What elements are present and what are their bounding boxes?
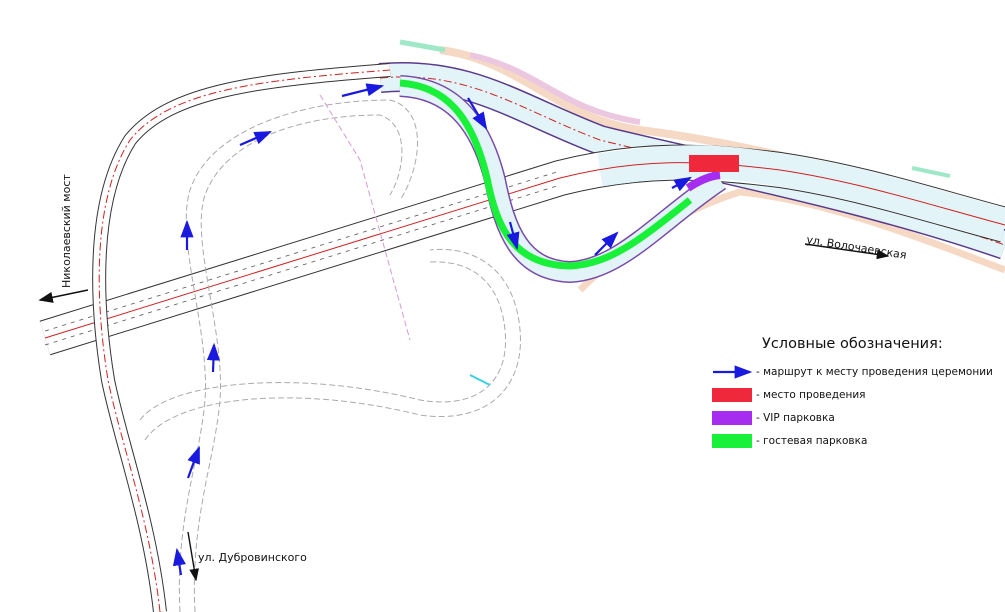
route-arrows bbox=[172, 83, 692, 576]
legend-label: - гостевая парковка bbox=[756, 434, 868, 447]
legend-item-vip: - VIP парковка bbox=[712, 406, 993, 429]
legend-label: - маршрут к месту проведения церемонии bbox=[756, 365, 993, 378]
street-east-label: ул. Волочаевская bbox=[806, 233, 908, 262]
left-loop-road bbox=[92, 63, 391, 612]
direction-arrow-south-icon bbox=[187, 531, 199, 582]
route-arrow-icon bbox=[186, 445, 201, 479]
ramps bbox=[139, 94, 521, 612]
legend-label: - место проведения bbox=[756, 388, 866, 401]
route-arrow-icon bbox=[341, 83, 385, 98]
direction-arrow-west-icon bbox=[38, 289, 89, 303]
route-arrow-icon bbox=[712, 364, 752, 379]
route-arrow-icon bbox=[172, 547, 186, 576]
legend-item-venue: - место проведения bbox=[712, 383, 993, 406]
guest-swatch bbox=[712, 433, 752, 448]
direction-arrow-east-icon bbox=[804, 243, 890, 260]
legend-item-guest: - гостевая парковка bbox=[712, 429, 993, 452]
route-arrow-icon bbox=[467, 97, 488, 130]
route-arrow-icon bbox=[206, 342, 221, 373]
route-arrow-icon bbox=[239, 130, 273, 147]
legend-item-route: - маршрут к месту проведения церемонии bbox=[712, 360, 993, 383]
route-arrow-icon bbox=[594, 231, 619, 256]
legend-title: Условные обозначения: bbox=[762, 336, 943, 352]
main-highway bbox=[39, 144, 1005, 356]
venue-swatch bbox=[712, 387, 752, 402]
route-arrow-icon bbox=[671, 176, 692, 192]
legend-label: - VIP парковка bbox=[756, 411, 835, 424]
venue-area bbox=[689, 155, 739, 172]
vip-swatch bbox=[712, 410, 752, 425]
legend: Условные обозначения: - маршрут к месту … bbox=[712, 336, 993, 452]
route-arrow-icon bbox=[506, 221, 520, 251]
bridge-label: Николаевский мост bbox=[60, 174, 73, 288]
street-south-label: ул. Дубровинского bbox=[198, 551, 307, 564]
